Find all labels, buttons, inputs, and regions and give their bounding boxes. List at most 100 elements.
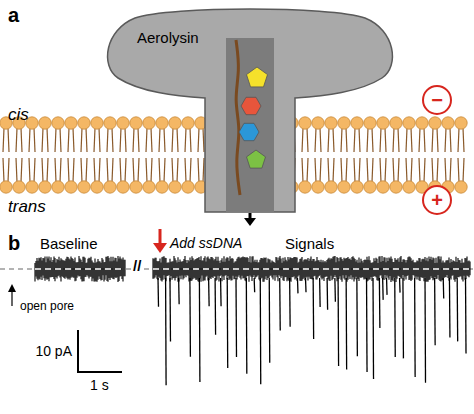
noise-stroke bbox=[50, 257, 51, 277]
noise-stroke bbox=[252, 256, 253, 277]
noise-stroke bbox=[157, 262, 158, 280]
noise-stroke bbox=[82, 257, 83, 281]
lipid-tail bbox=[346, 158, 347, 182]
noise-stroke bbox=[90, 257, 91, 277]
noise-stroke bbox=[160, 262, 161, 280]
noise-stroke bbox=[420, 262, 421, 277]
noise-stroke bbox=[211, 257, 212, 277]
noise-stroke bbox=[302, 262, 303, 279]
lipid-tail bbox=[419, 128, 420, 152]
trace-label: Baseline bbox=[40, 236, 98, 253]
lipid-tail bbox=[463, 158, 464, 182]
noise-stroke bbox=[310, 256, 311, 279]
lipid-tail bbox=[424, 128, 425, 152]
noise-stroke bbox=[156, 261, 157, 279]
noise-stroke bbox=[242, 257, 243, 279]
noise-stroke bbox=[329, 260, 330, 282]
noise-stroke bbox=[58, 257, 59, 276]
lipid-head bbox=[156, 181, 168, 193]
noise-stroke bbox=[259, 260, 260, 281]
noise-stroke bbox=[154, 258, 155, 278]
noise-stroke bbox=[246, 257, 247, 276]
noise-stroke bbox=[401, 262, 402, 278]
lipid-tail bbox=[8, 128, 9, 152]
lipid-tail bbox=[81, 158, 82, 182]
noise-stroke bbox=[400, 256, 401, 279]
lipid-head bbox=[429, 117, 441, 129]
noise-stroke bbox=[404, 260, 405, 277]
noise-stroke bbox=[102, 260, 103, 276]
lipid-tail bbox=[107, 158, 108, 182]
translocation-spike bbox=[260, 278, 262, 384]
noise-stroke bbox=[84, 258, 85, 277]
noise-stroke bbox=[99, 262, 100, 279]
lipid-head bbox=[104, 117, 116, 129]
lipid-tail bbox=[437, 158, 438, 182]
noise-stroke bbox=[34, 263, 35, 281]
translocation-spike bbox=[227, 278, 229, 368]
noise-stroke bbox=[360, 259, 361, 278]
lipid-tail bbox=[320, 128, 321, 152]
translocation-spike bbox=[394, 278, 396, 357]
lipid-tail bbox=[133, 158, 134, 182]
polarity-sign: − bbox=[431, 89, 443, 111]
open-pore-arrowhead bbox=[8, 284, 16, 292]
noise-stroke bbox=[121, 260, 122, 279]
lipid-tail bbox=[437, 128, 438, 152]
lipid-tail bbox=[159, 128, 160, 152]
noise-stroke bbox=[351, 257, 352, 280]
open-pore-arrow bbox=[11, 291, 12, 306]
noise-stroke bbox=[225, 259, 226, 275]
lipid-head bbox=[377, 181, 389, 193]
lipid-tail bbox=[393, 158, 394, 182]
noise-stroke bbox=[249, 256, 250, 275]
noise-stroke bbox=[436, 263, 437, 279]
noise-stroke bbox=[278, 257, 279, 275]
noise-stroke bbox=[179, 259, 180, 275]
noise-stroke bbox=[201, 260, 202, 275]
lipid-tail bbox=[146, 158, 147, 182]
lipid-head bbox=[351, 117, 363, 129]
noise-stroke bbox=[390, 256, 391, 281]
translocation-spike bbox=[254, 278, 256, 292]
noise-stroke bbox=[227, 258, 228, 276]
noise-stroke bbox=[389, 259, 390, 277]
lipid-head bbox=[182, 181, 194, 193]
lipid-head bbox=[442, 117, 454, 129]
lipid-tail bbox=[21, 128, 22, 152]
lipid-tail bbox=[29, 158, 30, 182]
lipid-tail bbox=[419, 158, 420, 182]
lipid-head bbox=[403, 181, 415, 193]
lipid-tail bbox=[424, 158, 425, 182]
noise-stroke bbox=[79, 259, 80, 276]
noise-stroke bbox=[306, 260, 307, 277]
lipid-head bbox=[39, 117, 51, 129]
noise-stroke bbox=[182, 261, 183, 279]
lipid-tail bbox=[94, 128, 95, 152]
lipid-tail bbox=[81, 128, 82, 152]
lipid-head bbox=[65, 117, 77, 129]
lipid-tail bbox=[16, 128, 17, 152]
noise-stroke bbox=[311, 261, 312, 279]
lipid-tail bbox=[3, 128, 4, 152]
noise-stroke bbox=[159, 258, 160, 278]
lipid-tail bbox=[172, 158, 173, 182]
noise-stroke bbox=[375, 258, 376, 277]
lipid-tail bbox=[21, 158, 22, 182]
noise-stroke bbox=[399, 257, 400, 277]
translocation-spike bbox=[356, 278, 358, 356]
lipid-tail bbox=[16, 158, 17, 182]
noise-stroke bbox=[200, 256, 201, 282]
translocation-spike bbox=[214, 278, 216, 335]
translocation-spike bbox=[165, 278, 167, 385]
lipid-tail bbox=[445, 158, 446, 182]
noise-stroke bbox=[424, 257, 425, 278]
noise-stroke bbox=[290, 258, 291, 282]
lipid-tail bbox=[133, 128, 134, 152]
lipid-tail bbox=[450, 128, 451, 152]
lipid-tail bbox=[55, 158, 56, 182]
translocation-spike bbox=[424, 278, 426, 383]
lipid-head bbox=[182, 117, 194, 129]
noise-stroke bbox=[85, 263, 86, 277]
translocation-spike bbox=[326, 278, 328, 310]
